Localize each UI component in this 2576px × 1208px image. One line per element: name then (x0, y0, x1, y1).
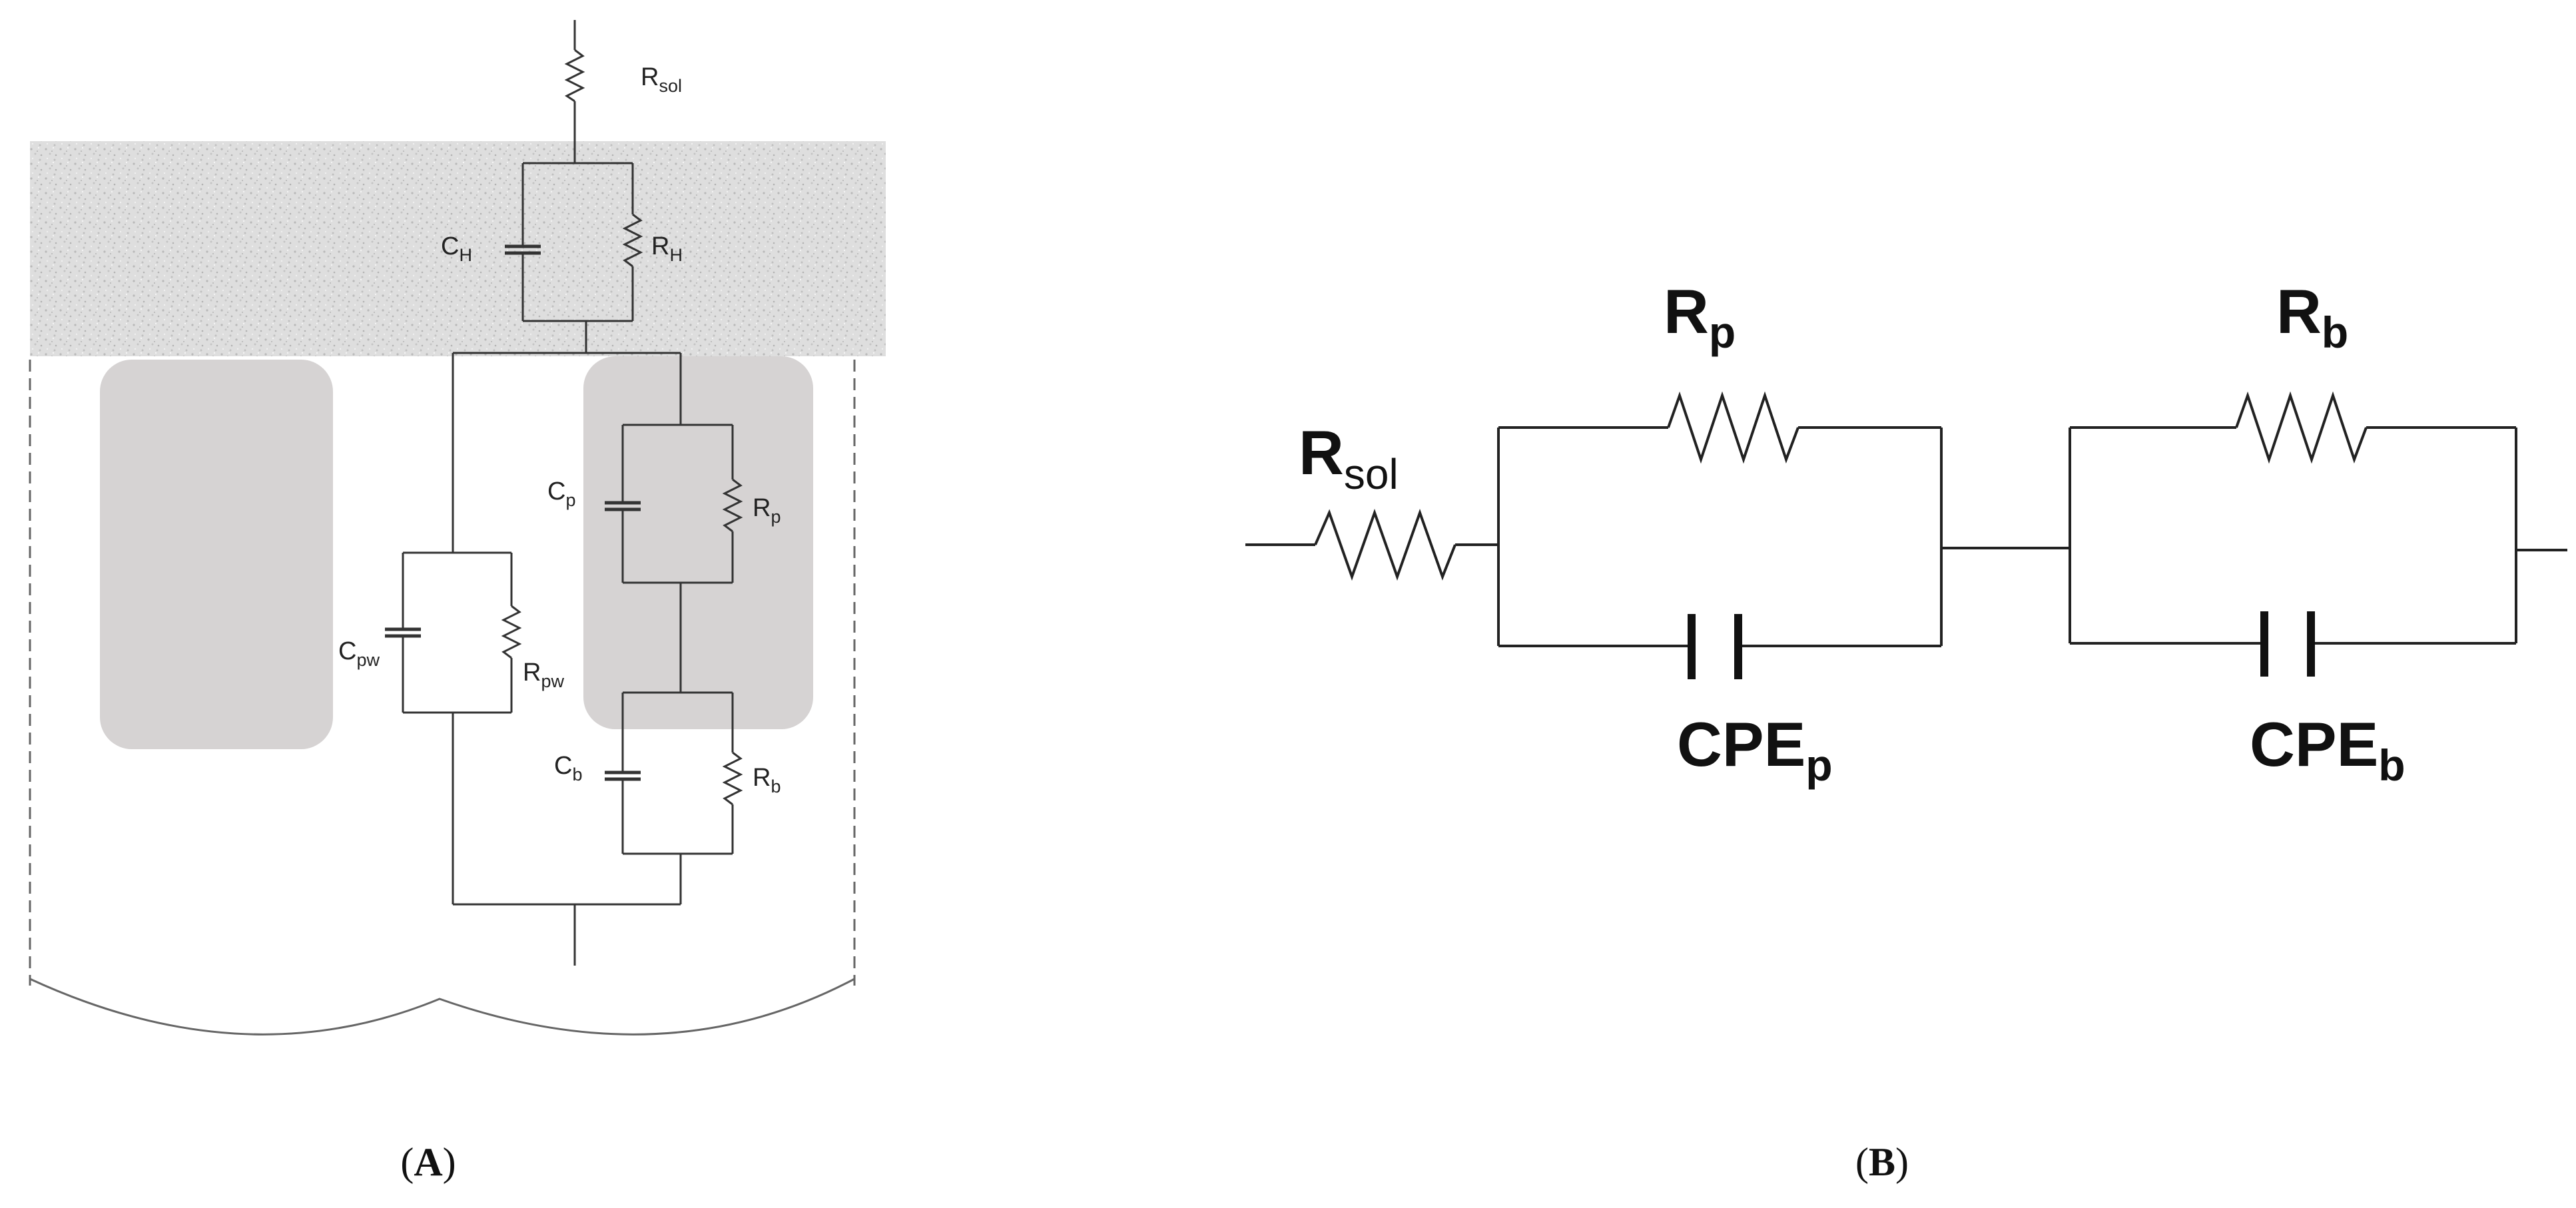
coating-layer (30, 141, 886, 356)
label-a-cp: Cp (547, 477, 575, 510)
label-a-rpw: Rpw (523, 659, 564, 691)
pore-left (100, 360, 333, 749)
pore-right (583, 356, 813, 729)
label-a-cb: Cb (554, 752, 582, 784)
label-a-rp: Rp (753, 494, 781, 527)
panel-a-wires (402, 20, 743, 966)
panel-a-capacitors (385, 244, 641, 781)
substrate-outline (29, 360, 856, 986)
panel-a-diagram: Rsol CH RH Cp Rp Cpw Rpw Cb Rb (A) (29, 20, 886, 1184)
label-a-ch: CH (441, 232, 472, 265)
panel-b-wires (1245, 391, 2567, 647)
label-b-rp: Rp (1664, 276, 1736, 357)
panel-b-diagram: Rsol Rp Rb CPEp CPEb (B) (1245, 276, 2567, 1184)
label-a-rh: RH (651, 232, 683, 265)
label-a-cpw: Cpw (338, 637, 380, 670)
label-b-cpe-p: CPEp (1677, 709, 1833, 790)
label-b-rsol: Rsol (1299, 418, 1399, 498)
panel-a-label: (A) (400, 1140, 456, 1184)
label-b-cpe-b: CPEb (2250, 709, 2406, 790)
substrate-bottom-curve (29, 978, 855, 1036)
panel-b-label: (B) (1855, 1140, 1909, 1184)
panel-b-cpe-plates (1688, 611, 2315, 679)
label-b-rb: Rb (2276, 276, 2348, 357)
label-a-rsol: Rsol (641, 63, 682, 96)
label-a-rb: Rb (753, 764, 781, 796)
